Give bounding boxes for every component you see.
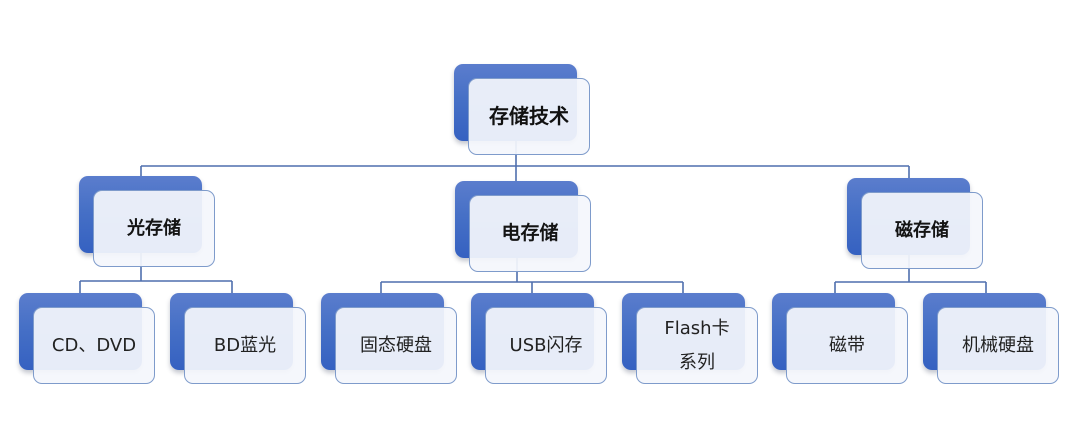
node-root-label: 存储技术 — [489, 104, 569, 128]
node-cd-dvd-label: CD、DVD — [51, 334, 137, 356]
node-bd-bluray-label: BD蓝光 — [213, 334, 277, 356]
node-card: 磁带 — [786, 307, 908, 384]
node-flash-card-series: Flash卡 系列 — [622, 293, 760, 385]
node-card: BD蓝光 — [184, 307, 306, 384]
node-card: USB闪存 — [485, 307, 607, 384]
node-cd-dvd: CD、DVD — [19, 293, 157, 385]
node-card: Flash卡 系列 — [636, 307, 758, 384]
node-hdd: 机械硬盘 — [923, 293, 1061, 385]
node-optical-storage: 光存储 — [79, 176, 217, 268]
node-card: 电存储 — [469, 195, 591, 272]
node-optical-storage-label: 光存储 — [127, 217, 181, 239]
node-root: 存储技术 — [454, 64, 592, 156]
node-usb-flash-label: USB闪存 — [509, 334, 583, 356]
node-bd-bluray: BD蓝光 — [170, 293, 308, 385]
node-magnetic-storage: 磁存储 — [847, 178, 985, 270]
node-ssd: 固态硬盘 — [321, 293, 459, 385]
node-magnetic-storage-label: 磁存储 — [895, 219, 949, 241]
node-magnetic-tape: 磁带 — [772, 293, 910, 385]
node-card: 固态硬盘 — [335, 307, 457, 384]
node-electric-storage-label: 电存储 — [501, 221, 559, 244]
node-usb-flash: USB闪存 — [471, 293, 609, 385]
node-ssd-label: 固态硬盘 — [360, 334, 432, 356]
node-card: 光存储 — [93, 190, 215, 267]
node-electric-storage: 电存储 — [455, 181, 593, 273]
node-card: 存储技术 — [468, 78, 590, 155]
node-magnetic-tape-label: 磁带 — [829, 334, 865, 356]
node-hdd-label: 机械硬盘 — [962, 334, 1034, 356]
node-card: 机械硬盘 — [937, 307, 1059, 384]
node-flash-card-series-label: Flash卡 系列 — [664, 318, 730, 373]
node-card: 磁存储 — [861, 192, 983, 269]
node-card: CD、DVD — [33, 307, 155, 384]
